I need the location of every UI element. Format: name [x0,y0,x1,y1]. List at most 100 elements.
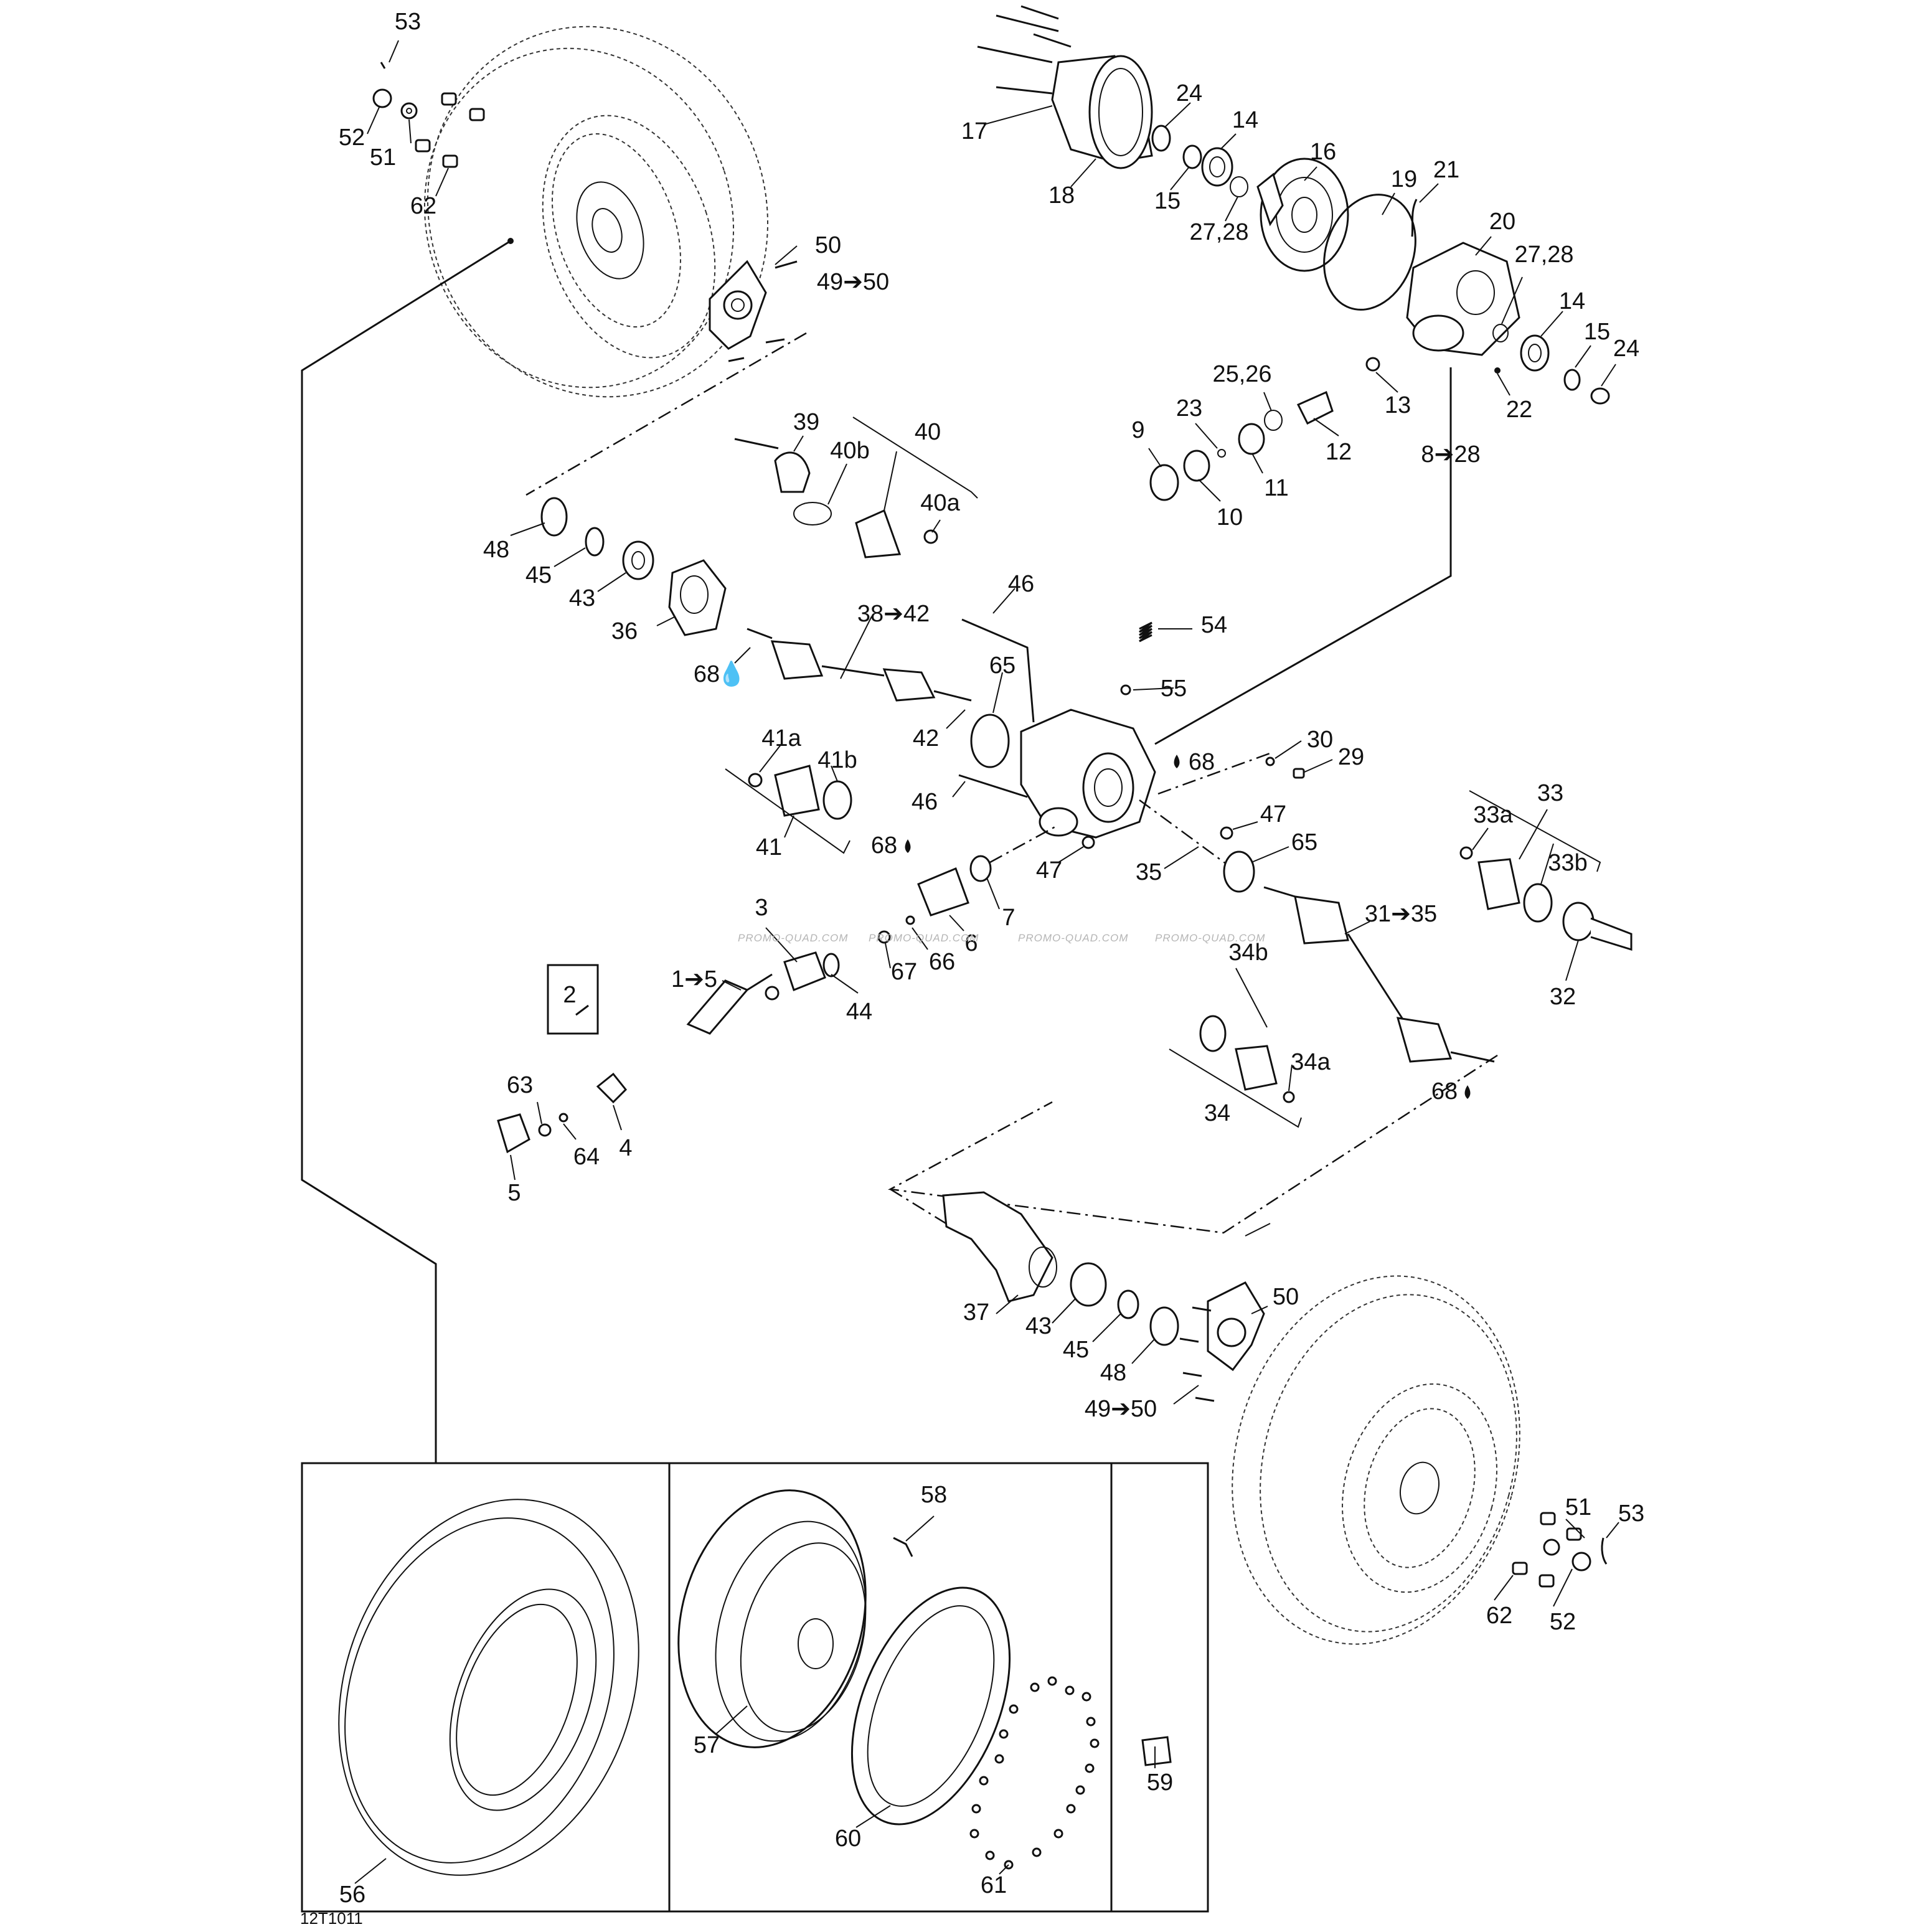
label-36: 36 [611,618,638,644]
label-23: 23 [1176,395,1202,422]
label-29: 29 [1338,744,1364,770]
knuckle-37 [942,1191,1057,1303]
label-68-bottom: 68 [1431,1078,1458,1105]
bracket-40 [852,417,978,499]
drop-68-left: 💧 [717,660,746,687]
label-50-bottom: 50 [1273,1284,1299,1310]
oil-drop-icon [905,839,911,853]
hub-top-left [709,260,798,362]
seal-48-bottom [1149,1306,1179,1346]
label-65-left: 65 [989,653,1015,679]
label-52-top: 52 [339,125,365,151]
label-33a: 33a [1473,802,1513,828]
pinion-row [1149,357,1380,501]
label-17: 17 [961,118,987,144]
label-41: 41 [756,834,782,860]
bracket-34 [1169,1048,1302,1128]
label-49-50-bottom: 49➔50 [1085,1396,1157,1422]
label-51-bottom: 51 [1565,1494,1591,1520]
label-47-right: 47 [1260,801,1286,827]
part-labels: 53 52 51 62 50 49➔50 17 18 24 14 15 16 2… [339,9,1644,1908]
seal-65-left [970,714,1010,768]
label-16: 16 [1310,139,1336,165]
bottom-box [301,1462,1209,1913]
label-10: 10 [1217,504,1243,530]
label-53-bottom: 53 [1618,1501,1644,1527]
label-48-top: 48 [483,537,509,563]
sticker-59 [1141,1736,1172,1766]
oil-drop-icon [1174,755,1180,768]
label-14-top: 14 [1232,107,1258,133]
circlip-45-bottom [1117,1289,1139,1319]
label-46-top: 46 [1008,571,1034,597]
dash-diff-right [1157,751,1274,795]
label-33: 33 [1537,780,1563,806]
label-3: 3 [755,895,768,921]
rim-57 [677,1489,867,1748]
label-12: 12 [1326,439,1352,465]
propeller-shaft [686,824,1059,1035]
front-differential [958,618,1156,839]
label-40a: 40a [920,490,960,516]
label-51-top: 51 [370,144,396,171]
final-drive-housing [977,5,1153,169]
label-63: 63 [507,1072,533,1098]
hub-bottom [1179,1281,1265,1402]
boot-41 [748,765,852,820]
label-21: 21 [1433,157,1459,183]
label-65-right: 65 [1291,829,1317,855]
label-46-mid: 46 [912,789,938,815]
seal-65-right [1223,851,1255,893]
label-15-top: 15 [1154,188,1180,214]
label-13: 13 [1385,392,1411,418]
label-58: 58 [921,1482,947,1508]
label-43-bottom: 43 [1025,1313,1052,1339]
u-joint [497,964,628,1154]
label-59: 59 [1147,1769,1173,1796]
right-drive-shaft [1263,886,1495,1063]
left-drive-shaft [734,438,972,702]
bearing-stack-right [1492,324,1610,405]
label-48-bottom: 48 [1100,1360,1126,1386]
label-62-top: 62 [410,193,436,219]
bearing-43-top [622,540,654,580]
label-41a: 41a [761,725,801,752]
bearing-43-bottom [1070,1262,1107,1307]
label-27-28-a: 27,28 [1189,219,1248,245]
label-20: 20 [1489,209,1515,235]
leader-lines [354,40,1619,1884]
label-61: 61 [981,1872,1007,1898]
spring-54 [1139,621,1152,643]
dash-frame-37 [887,1054,1498,1234]
label-8-28: 8➔28 [1421,441,1480,468]
nut-47-left [1081,836,1095,849]
drawing-code: 12T1011 [300,1909,363,1928]
label-49-50-top: 49➔50 [817,269,889,295]
label-32: 32 [1550,984,1576,1010]
label-35: 35 [1136,859,1162,885]
label-22: 22 [1506,397,1532,423]
label-44: 44 [846,999,872,1025]
label-40b: 40b [830,438,869,464]
label-9: 9 [1131,417,1144,443]
watermark: PROMO-QUAD.COM [1018,932,1128,944]
leader-8-28 [1154,367,1452,745]
label-52-bottom: 52 [1550,1609,1576,1635]
label-34a: 34a [1291,1049,1331,1075]
label-37: 37 [963,1299,989,1326]
label-53-top: 53 [395,9,421,35]
label-25-26: 25,26 [1212,361,1271,387]
label-68-mid: 68 [1189,749,1215,775]
bolts-61 [969,1676,1100,1870]
label-64: 64 [573,1144,600,1170]
cover-20 [1406,242,1520,356]
label-43-top: 43 [569,585,595,611]
nut-55 [1120,684,1131,695]
label-66: 66 [929,949,955,975]
label-33b: 33b [1548,850,1587,876]
pin-21 [1411,199,1418,237]
oil-drop-icon [1464,1085,1471,1099]
label-42: 42 [913,725,939,752]
label-6: 6 [964,930,978,956]
label-34: 34 [1204,1100,1230,1126]
